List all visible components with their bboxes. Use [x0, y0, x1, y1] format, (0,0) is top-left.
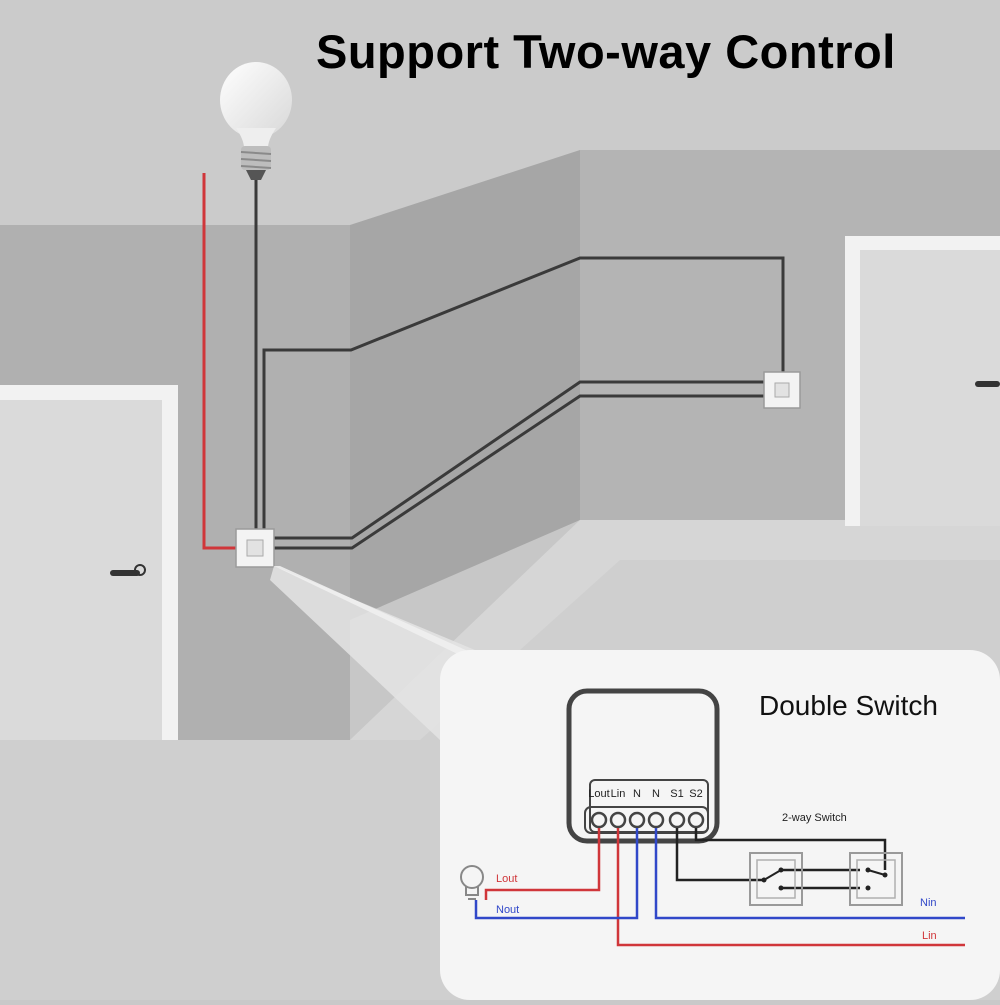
terminal-label: N: [633, 788, 641, 800]
right-door: [860, 250, 1000, 526]
terminal-screw-icon: [687, 811, 705, 829]
terminal-label: S2: [689, 788, 702, 800]
wire-nin: [654, 828, 965, 920]
terminal-screw-icon: [668, 811, 686, 829]
wire-s2: [694, 828, 887, 870]
room-wire-mid: [272, 380, 768, 540]
terminal-label: S1: [670, 788, 683, 800]
label-lout: Lout: [496, 873, 517, 885]
terminal-screw-icon: [590, 811, 608, 829]
left-door-handle: [110, 570, 140, 576]
floor-highlight: [350, 520, 1000, 740]
terminal-screw-icon: [628, 811, 646, 829]
room-wire-low: [272, 394, 768, 550]
callout-beam: [270, 566, 475, 740]
lamp-icon: [460, 865, 484, 900]
terminal-screw-icon: [609, 811, 627, 829]
terminal-label: Lin: [611, 788, 626, 800]
wire-s1: [675, 828, 762, 882]
switch-group-label: 2-way Switch: [782, 812, 847, 824]
room-switch-left-rocker: [246, 539, 264, 557]
room-switch-right-rocker: [774, 382, 790, 398]
wire-lout: [484, 828, 601, 900]
angled-wall: [350, 150, 580, 620]
room-wire-top: [262, 256, 785, 532]
page-title: Support Two-way Control: [316, 25, 896, 78]
terminal-label: Lout: [588, 788, 609, 800]
diagram-wires: [474, 828, 965, 947]
light-bulb-icon: [220, 62, 292, 180]
diagram-title: Double Switch: [759, 690, 938, 721]
callout-beam-edge: [274, 566, 470, 658]
label-lin: Lin: [922, 930, 937, 942]
left-door: [0, 400, 162, 740]
terminal-label: N: [652, 788, 660, 800]
diagram-panel: [440, 650, 1000, 1000]
two-way-switch-b: [849, 852, 903, 906]
label-nout: Nout: [496, 904, 519, 916]
wire-lin: [616, 828, 965, 947]
wire-nout: [474, 828, 639, 920]
room-live-wire: [202, 173, 246, 550]
right-door-handle: [975, 381, 1000, 387]
label-nin: Nin: [920, 897, 937, 909]
terminal-screw-icon: [647, 811, 665, 829]
left-door-knob: [134, 564, 146, 576]
two-way-switch-a: [749, 852, 803, 906]
